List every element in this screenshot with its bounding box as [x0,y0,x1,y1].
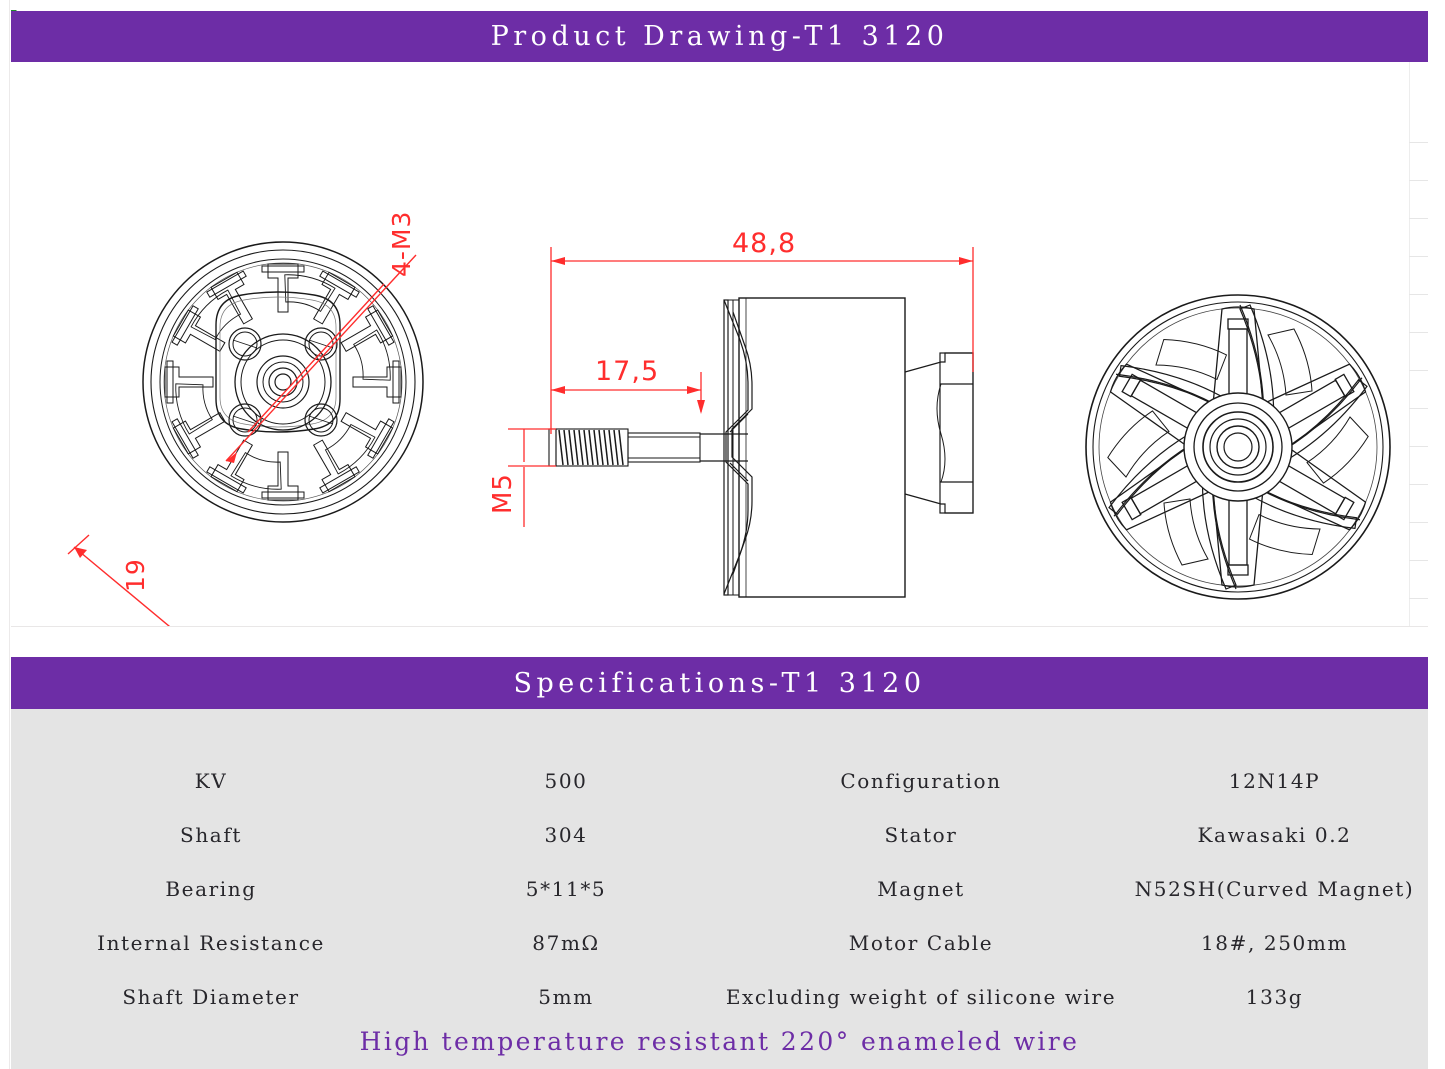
page-left-edge [0,0,10,1069]
specifications-panel: KV 500 Configuration 12N14P Shaft 304 St… [11,709,1428,1069]
side-view-dimensions [508,247,974,527]
top-view-group [1085,294,1391,600]
spec-label: Internal Resistance [97,931,325,955]
dimension-label-4m3: 4-M3 [387,211,416,277]
table-row: Shaft 304 Stator Kawasaki 0.2 [11,808,1428,862]
spec-value: 18#, 250mm [1200,931,1349,955]
spec-value: 500 [544,769,588,793]
spec-label: KV [194,769,228,793]
spec-value: 12N14P [1228,769,1321,793]
spec-label: Configuration [840,769,1002,793]
motor-drawings-svg: 4-M3 19 [67,211,1391,626]
m3-hole [304,403,338,437]
spec-label: Excluding weight of silicone wire [725,985,1117,1009]
spec-footnote: High temperature resistant 220° enameled… [359,1027,1080,1056]
dimension-label-17-5: 17,5 [595,356,659,387]
spec-value: 87mΩ [532,931,600,955]
dimension-label-48-8: 48,8 [732,228,796,259]
spec-label: Stator [884,823,958,847]
spec-value: N52SH(Curved Magnet) [1134,877,1415,901]
specifications-table: KV 500 Configuration 12N14P Shaft 304 St… [11,754,1428,1024]
spec-value: Kawasaki 0.2 [1197,823,1352,847]
table-row: KV 500 Configuration 12N14P [11,754,1428,808]
spec-label: Bearing [165,877,257,901]
spec-label: Magnet [877,877,965,901]
table-row: Internal Resistance 87mΩ Motor Cable 18#… [11,916,1428,970]
spec-value: 5mm [538,985,594,1009]
table-row: Shaft Diameter 5mm Excluding weight of s… [11,970,1428,1024]
side-view-group [548,297,974,598]
spec-label: Shaft [180,823,242,847]
dimension-label-19: 19 [121,558,150,592]
right-column-divider [1409,62,1410,626]
spec-label: Motor Cable [848,931,994,955]
page-right-edge [1428,0,1445,1069]
bottom-view-group [142,241,424,523]
spec-section-title: Specifications-T1 3120 [513,667,926,699]
spec-section-header: Specifications-T1 3120 [11,657,1428,709]
spec-value: 304 [544,823,588,847]
spec-value: 5*11*5 [525,877,607,901]
dimension-label-m5: M5 [488,473,518,514]
technical-drawing-canvas: 4-M3 19 [11,62,1428,627]
spec-value: 133g [1245,985,1304,1009]
drawing-section-header: Product Drawing-T1 3120 [11,11,1428,62]
spec-label: Shaft Diameter [122,985,300,1009]
m3-hole [228,327,262,361]
table-row: Bearing 5*11*5 Magnet N52SH(Curved Magne… [11,862,1428,916]
section-gap [11,628,1428,657]
m3-hole [228,403,262,437]
drawing-section-title: Product Drawing-T1 3120 [490,21,949,52]
bottom-view-dimensions [67,254,417,626]
m3-hole [304,327,338,361]
